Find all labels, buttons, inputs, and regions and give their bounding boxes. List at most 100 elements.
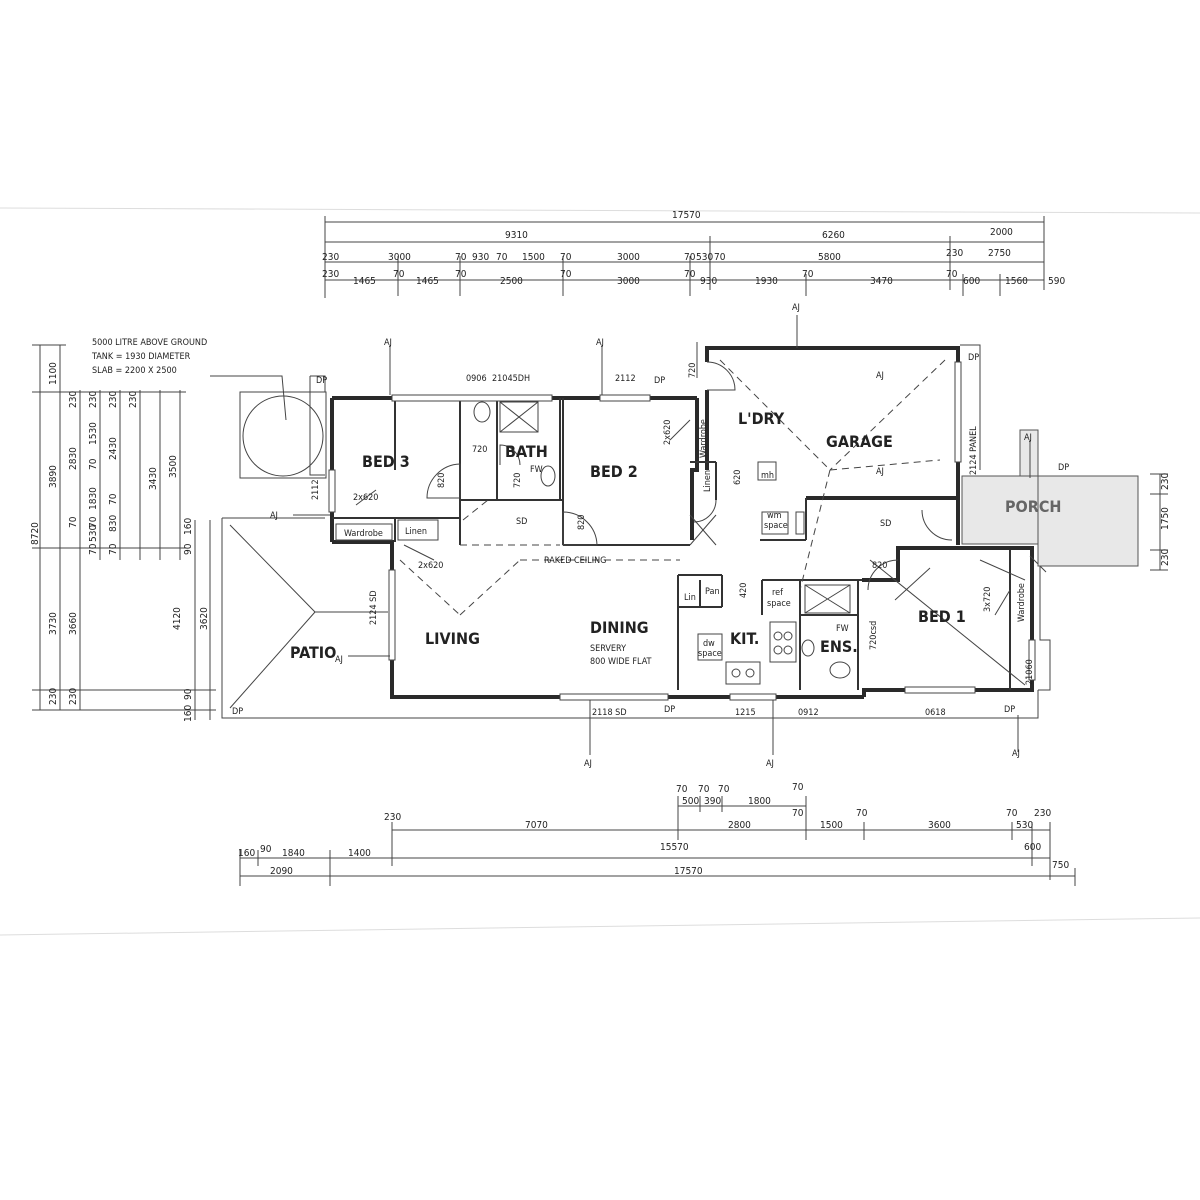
dim-bot-r3-1: 160 xyxy=(238,848,255,859)
dim-top-row3-5: 70 xyxy=(496,252,508,263)
aj-label-5: AJ xyxy=(876,467,884,477)
dim-top-row3-10: 530 xyxy=(696,252,713,263)
dim-top-row3-13: 230 xyxy=(946,248,963,259)
room-patio: PATIO xyxy=(290,643,336,662)
dp-markers: DP DP DP DP DP DP DP xyxy=(232,353,1069,717)
mh-label: mh xyxy=(761,471,774,481)
door-2x620-bed2: 2x620 xyxy=(663,420,673,445)
door-720csd-ens: 720csd xyxy=(869,621,879,650)
left-dimensions: 8720 1100 3890 3730 230 230 2830 70 3660… xyxy=(30,344,216,722)
door-620-linen: 620 xyxy=(733,470,743,485)
dim-top-row4-7: 70 xyxy=(560,269,572,280)
room-bed3: BED 3 xyxy=(362,452,410,471)
porch-paving xyxy=(961,429,1139,567)
dp-label-3: DP xyxy=(968,353,979,363)
bed1-wardrobe-label: Wardrobe xyxy=(1017,583,1027,622)
doors xyxy=(355,361,1011,616)
dim-top-row4-3: 70 xyxy=(393,269,405,280)
aj-label-8: AJ xyxy=(335,655,343,665)
dim-bot-r4-3: 750 xyxy=(1052,860,1069,871)
room-bed1: BED 1 xyxy=(918,607,966,626)
dim-bot-r2-1: 230 xyxy=(384,812,401,823)
dim-bot-r2-2: 7070 xyxy=(525,820,548,831)
door-2x620-bed3: 2x620 xyxy=(353,493,378,503)
aj-label-7: AJ xyxy=(270,511,278,521)
dim-left-c6-1: 160 xyxy=(183,518,194,535)
dim-left-c3-1: 230 xyxy=(88,391,99,408)
dim-top-row3-8: 3000 xyxy=(617,252,640,263)
dim-left-c5-2: 3430 xyxy=(148,467,159,490)
dp-label-4: DP xyxy=(1058,463,1069,473)
dim-left-c6-4: 90 xyxy=(183,688,194,700)
ref-space-label-1: ref xyxy=(772,588,783,598)
dim-top-row3-11: 70 xyxy=(714,252,726,263)
dim-left-c6-2: 4120 xyxy=(172,607,183,630)
fw-bath: FW xyxy=(530,465,543,475)
right-dimensions: 230 1750 230 xyxy=(1150,473,1171,571)
dim-top-row3-3: 70 xyxy=(455,252,467,263)
water-tank: 5000 LITRE ABOVE GROUND TANK = 1930 DIAM… xyxy=(91,338,327,479)
window-1215: 1215 xyxy=(735,708,756,718)
room-ens: ENS. xyxy=(820,637,858,656)
dim-top-row4-10: 930 xyxy=(700,276,717,287)
dim-bot-r4-2: 17570 xyxy=(674,866,703,877)
door-3x720-bed1: 3x720 xyxy=(983,587,993,612)
dim-left-c3-2: 1530 xyxy=(88,422,99,445)
dim-left-c3-7: 70 xyxy=(88,543,99,555)
dim-top-row4-2: 1465 xyxy=(353,276,376,287)
dim-right-3: 230 xyxy=(1160,549,1171,566)
dim-left-c3-6: 530 xyxy=(88,525,99,542)
aj-label-2: AJ xyxy=(596,338,604,348)
ref-space-label-2: space xyxy=(767,599,791,609)
dim-left-c7-1: 3620 xyxy=(199,607,210,630)
dp-label-6: DP xyxy=(664,705,675,715)
tank-note-line1: 5000 LITRE ABOVE GROUND xyxy=(92,338,207,348)
dim-top-row3-4: 930 xyxy=(472,252,489,263)
dim-left-c2-4: 3660 xyxy=(68,612,79,635)
dim-bot-r3-2: 90 xyxy=(260,844,272,855)
dim-left-c2-2: 2830 xyxy=(68,447,79,470)
dim-top-row4-1: 230 xyxy=(322,269,339,280)
dim-left-c2-1: 230 xyxy=(68,391,79,408)
room-ldry: L'DRY xyxy=(738,409,785,428)
garage-panel-door: 2124 PANEL xyxy=(969,426,979,475)
aj-label-3: AJ xyxy=(792,303,800,313)
servery-label: SERVERY xyxy=(590,644,626,654)
dim-top-row3-12: 5800 xyxy=(818,252,841,263)
dim-top-row2-1: 9310 xyxy=(505,230,528,241)
dim-left-c1-4: 230 xyxy=(48,688,59,705)
dim-top-row4-13: 3470 xyxy=(870,276,893,287)
walls xyxy=(328,346,1036,701)
dim-top-row4-16: 1560 xyxy=(1005,276,1028,287)
dim-left-c1-3: 3730 xyxy=(48,612,59,635)
dim-left-c4-1: 230 xyxy=(108,391,119,408)
room-bath: BATH xyxy=(505,442,548,461)
dim-bot-r1-4: 70 xyxy=(792,782,804,793)
dim-left-c4-3: 70 xyxy=(108,493,119,505)
dp-label-2: DP xyxy=(654,376,665,386)
dp-label-1: DP xyxy=(316,376,327,386)
dim-top-row4-4: 1465 xyxy=(416,276,439,287)
window-0618: 0618 xyxy=(925,708,946,718)
dim-left-c4-4: 830 xyxy=(108,515,119,532)
dim-bot-r1-3: 70 xyxy=(718,784,730,795)
dim-top-row2-2: 6260 xyxy=(822,230,845,241)
dim-bot-r1-7: 1800 xyxy=(748,796,771,807)
annotations: Wardrobe Linen Wardrobe Linen Wardrobe L… xyxy=(311,363,1035,718)
dim-bot-r2-10: 230 xyxy=(1034,808,1051,819)
door-2x620-linen: 2x620 xyxy=(418,561,443,571)
aj-markers: AJ AJ AJ AJ AJ AJ AJ AJ AJ AJ AJ xyxy=(270,303,1032,769)
dim-right-1: 230 xyxy=(1160,473,1171,490)
door-720-ldry: 720 xyxy=(688,363,698,378)
bed2-wardrobe-label: Wardrobe xyxy=(699,419,709,458)
servery-note: 800 WIDE FLAT xyxy=(590,657,652,667)
wm-space-label-1: wm xyxy=(767,511,782,521)
aj-label-9: AJ xyxy=(584,759,592,769)
dim-left-c6-5: 160 xyxy=(183,705,194,722)
dim-bot-r1-5: 500 xyxy=(682,796,699,807)
dim-left-c3-4: 1830 xyxy=(88,487,99,510)
dw-space-label-2: space xyxy=(698,649,722,659)
dp-label-5: DP xyxy=(232,707,243,717)
aj-label-4: AJ xyxy=(876,371,884,381)
